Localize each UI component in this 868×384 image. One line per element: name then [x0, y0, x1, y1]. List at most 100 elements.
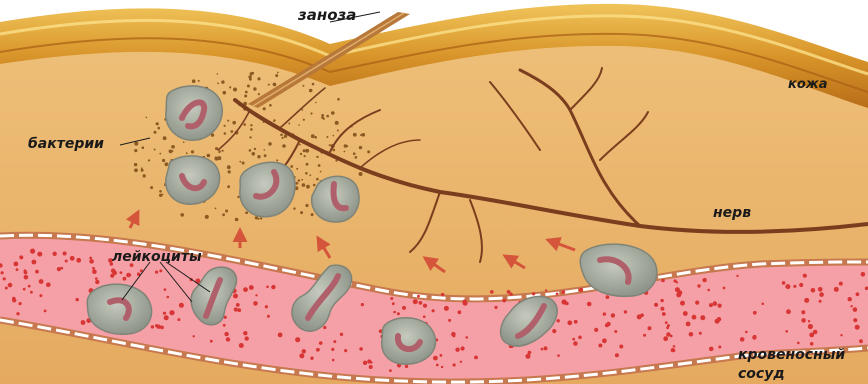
red-blood-cell	[707, 289, 710, 292]
bacterium	[159, 153, 161, 155]
bacterium	[250, 124, 252, 126]
bacterium	[217, 73, 219, 75]
bacterium	[268, 84, 270, 86]
red-blood-cell	[233, 294, 238, 299]
red-blood-cell	[243, 287, 248, 292]
red-blood-cell	[441, 293, 444, 296]
blood-vessel-label-line2: сосуд	[738, 365, 845, 384]
red-blood-cell	[752, 335, 756, 339]
bacterium	[146, 117, 148, 119]
bacterium	[191, 150, 194, 153]
bacterium	[222, 213, 225, 216]
red-blood-cell	[319, 341, 323, 345]
red-blood-cell	[405, 365, 408, 368]
bacterium	[298, 124, 300, 126]
red-blood-cell	[237, 308, 241, 312]
bacterium	[304, 155, 306, 157]
bacterium	[252, 152, 256, 156]
bacterium	[264, 154, 267, 157]
red-blood-cell	[855, 325, 860, 330]
splinter-label: заноза	[298, 8, 356, 23]
red-blood-cell	[0, 271, 3, 274]
red-blood-cell	[224, 332, 228, 336]
red-blood-cell	[95, 277, 98, 280]
leukocyte	[166, 156, 220, 204]
bacterium	[227, 120, 229, 122]
red-blood-cell	[295, 337, 300, 342]
bacterium	[154, 131, 157, 134]
red-blood-cell	[834, 287, 839, 292]
red-blood-cell	[164, 315, 169, 320]
red-blood-cell	[369, 365, 373, 369]
red-blood-cell	[393, 311, 396, 314]
bacterium	[311, 134, 315, 138]
bacterium	[303, 85, 305, 87]
bacterium	[180, 213, 184, 217]
bacterium	[306, 185, 310, 189]
red-blood-cell	[723, 287, 726, 290]
red-blood-cell	[803, 274, 807, 278]
red-blood-cell	[606, 295, 610, 299]
red-blood-cell	[24, 275, 29, 280]
bacterium	[257, 155, 260, 158]
red-blood-cell	[602, 338, 607, 343]
red-blood-cell	[23, 288, 26, 291]
bacterium	[186, 152, 188, 154]
red-blood-cell	[223, 324, 226, 327]
bacterium	[235, 218, 239, 222]
red-blood-cell	[709, 347, 714, 352]
red-blood-cell	[92, 269, 97, 274]
red-blood-cell	[344, 349, 347, 352]
red-blood-cell	[76, 258, 81, 263]
red-blood-cell	[461, 346, 465, 350]
red-blood-cell	[532, 292, 535, 295]
red-blood-cell	[804, 298, 809, 303]
bacterium	[228, 170, 231, 173]
red-blood-cell	[92, 267, 95, 270]
red-blood-cell	[695, 301, 699, 305]
bacterium	[165, 162, 169, 166]
bacterium	[300, 211, 303, 214]
bacterium	[269, 104, 272, 107]
red-blood-cell	[65, 260, 68, 263]
red-blood-cell	[697, 284, 700, 287]
red-blood-cell	[460, 361, 462, 363]
bacterium	[306, 163, 309, 166]
red-blood-cell	[689, 332, 694, 337]
bacterium	[305, 172, 308, 175]
red-blood-cell	[440, 354, 443, 357]
bacterium	[313, 184, 316, 187]
bacterium	[320, 171, 322, 173]
bacterium	[273, 83, 277, 87]
bacterium	[346, 145, 348, 147]
red-blood-cell	[19, 302, 22, 305]
red-blood-cell	[715, 319, 720, 324]
red-blood-cell	[643, 334, 646, 337]
bacterium	[221, 80, 224, 83]
red-blood-cell	[808, 324, 813, 329]
red-blood-cell	[155, 271, 158, 274]
red-blood-cell	[819, 292, 824, 297]
red-blood-cell	[46, 282, 51, 287]
red-blood-cell	[819, 300, 822, 303]
red-blood-cell	[361, 303, 364, 306]
bacterium	[305, 204, 308, 207]
bacterium	[142, 146, 145, 149]
red-blood-cell	[545, 289, 547, 291]
red-blood-cell	[745, 331, 748, 334]
red-blood-cell	[35, 270, 39, 274]
red-blood-cell	[611, 313, 615, 317]
red-blood-cell	[363, 361, 367, 365]
bacterium	[280, 134, 283, 137]
red-blood-cell	[24, 271, 28, 275]
red-blood-cell	[236, 303, 240, 307]
bacterium	[245, 212, 247, 214]
bacterium	[303, 149, 306, 152]
bacterium	[337, 98, 340, 101]
bacterium	[310, 112, 312, 114]
bacterium	[258, 93, 260, 95]
bacterium	[300, 153, 302, 155]
red-blood-cell	[565, 302, 569, 306]
